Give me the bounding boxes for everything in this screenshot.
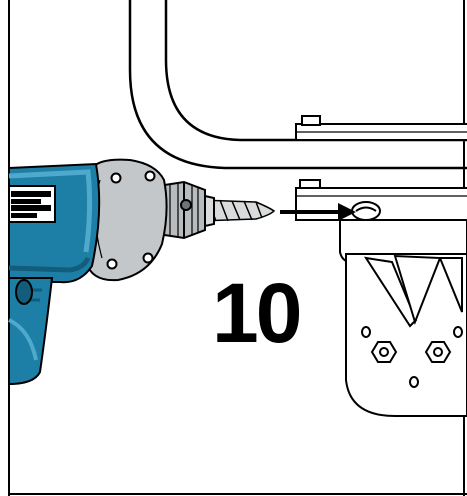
hex-nut-right	[424, 341, 452, 363]
step-number: 10	[212, 266, 300, 360]
caster-assembly	[339, 219, 467, 417]
drill-bit	[199, 199, 276, 222]
base-frame	[128, 0, 467, 170]
drill-handle	[8, 277, 54, 386]
trigger	[15, 279, 33, 305]
drill-body	[8, 162, 101, 284]
hex-nut-left	[370, 341, 398, 363]
pilot-hole	[351, 201, 381, 221]
arrow-right-icon	[280, 203, 356, 221]
